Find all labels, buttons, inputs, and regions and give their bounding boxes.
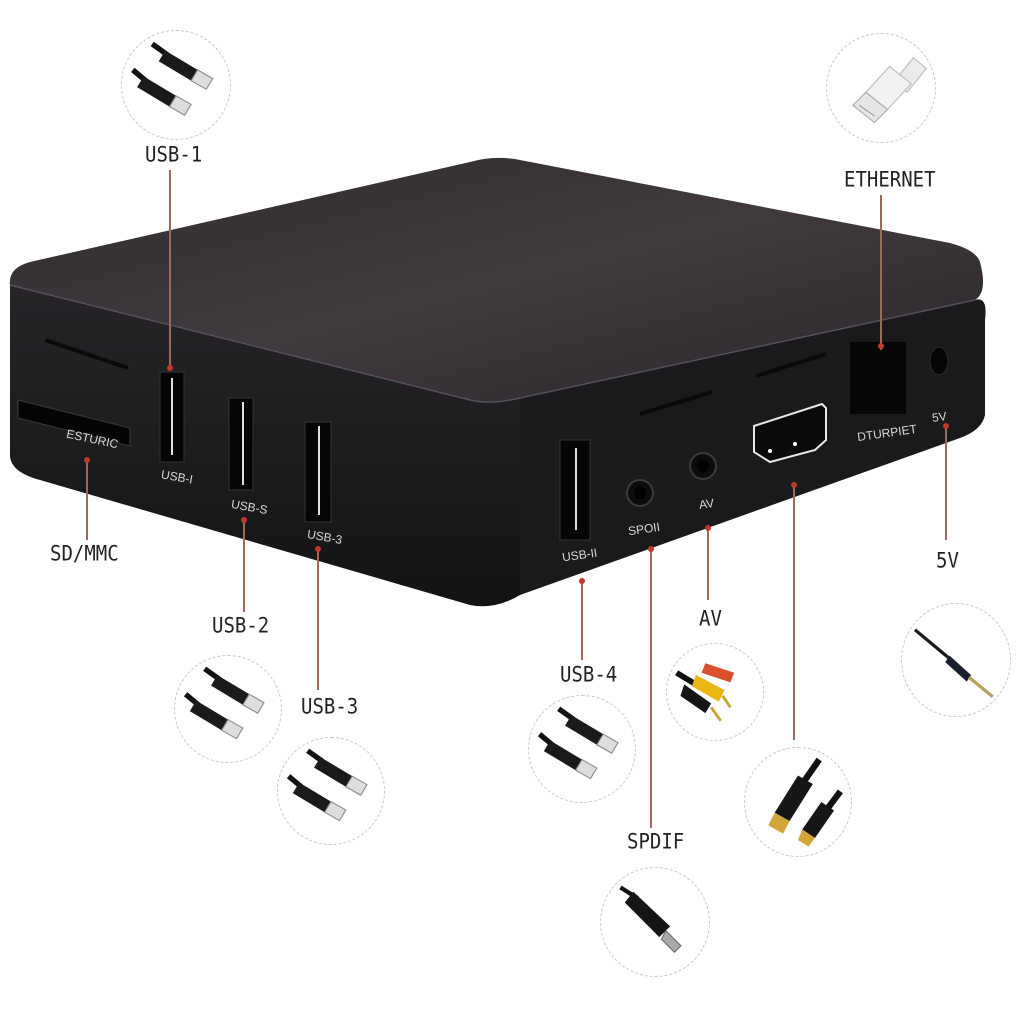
rca-cable-icon [666, 643, 764, 741]
callout-5v: 5V [936, 548, 959, 574]
callout-spdif: SPDIF [627, 829, 685, 855]
callout-usb2: USB-2 [212, 613, 270, 639]
callout-sd-mmc: SD/MMC [50, 541, 119, 567]
spdif-cable-icon [600, 867, 710, 977]
usb2-port [228, 397, 254, 491]
callout-usb1: USB-1 [145, 142, 203, 168]
device-print-av: AV [698, 496, 716, 512]
callout-usb4: USB-4 [560, 662, 618, 688]
usb-cable-icon [121, 30, 231, 140]
device-top-surface [9, 157, 984, 403]
device-left-face [10, 285, 520, 607]
dc-power-jack [929, 346, 949, 376]
hdmi-cable-icon [744, 747, 852, 857]
usb-cable-icon [528, 695, 636, 803]
ethernet-port [850, 342, 906, 414]
callout-ethernet: ETHERNET [844, 167, 936, 193]
callout-usb3: USB-3 [301, 694, 359, 720]
usb-cable-icon [174, 655, 282, 763]
callout-av: AV [699, 606, 722, 632]
usb-cable-icon [277, 737, 385, 845]
sd-card-slot [17, 399, 131, 447]
device-print-power: 5V [931, 409, 948, 425]
rj45-connector-icon [826, 33, 936, 143]
dc-power-plug-icon [901, 603, 1011, 717]
hdmi-port [753, 402, 827, 464]
